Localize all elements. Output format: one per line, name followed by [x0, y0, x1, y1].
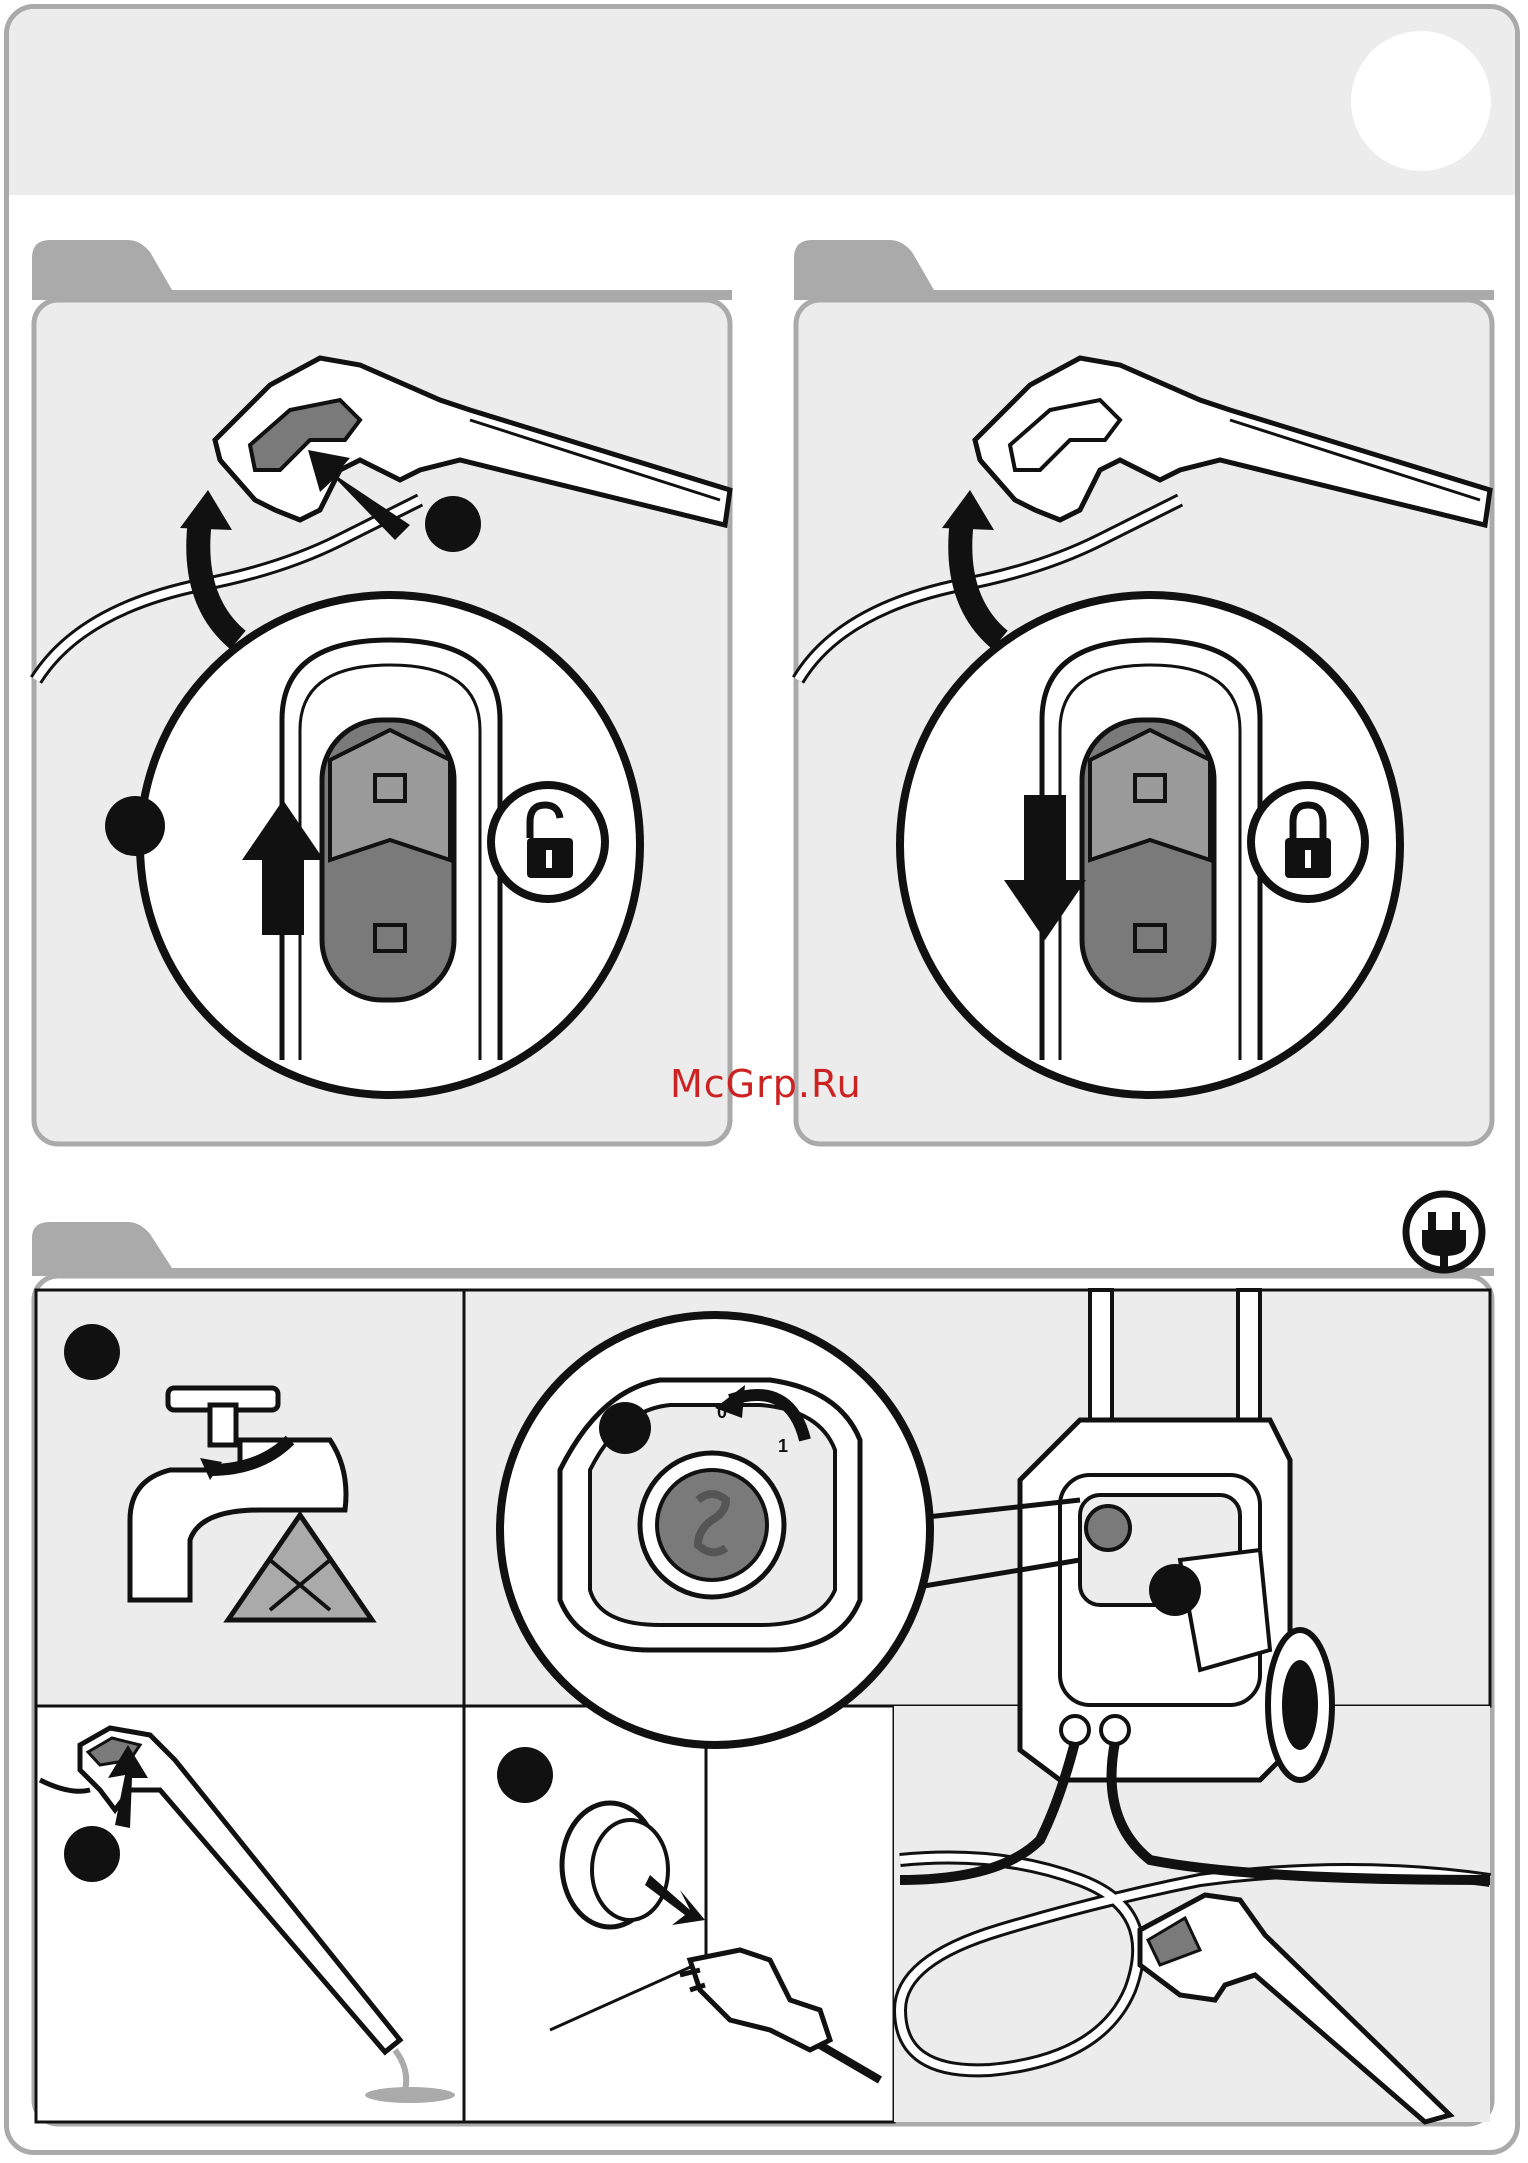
lock-icon [1251, 785, 1365, 899]
panel-trigger-lock [794, 240, 1494, 1144]
step-marker [599, 1402, 651, 1454]
watermark-text: McGrp.Ru [670, 1062, 862, 1106]
dial-label-on: 1 [778, 1436, 788, 1456]
panel-start-sequence: 0 1 [32, 1194, 1494, 2124]
unlock-icon [491, 785, 605, 899]
panel-trigger-unlock [32, 240, 732, 1144]
plug-icon [1406, 1194, 1482, 1270]
step-marker [64, 1826, 120, 1882]
step-marker [425, 496, 481, 552]
step-marker [105, 796, 165, 856]
step-marker [1149, 1564, 1201, 1616]
step-marker [497, 1747, 553, 1803]
step-marker [64, 1324, 120, 1380]
